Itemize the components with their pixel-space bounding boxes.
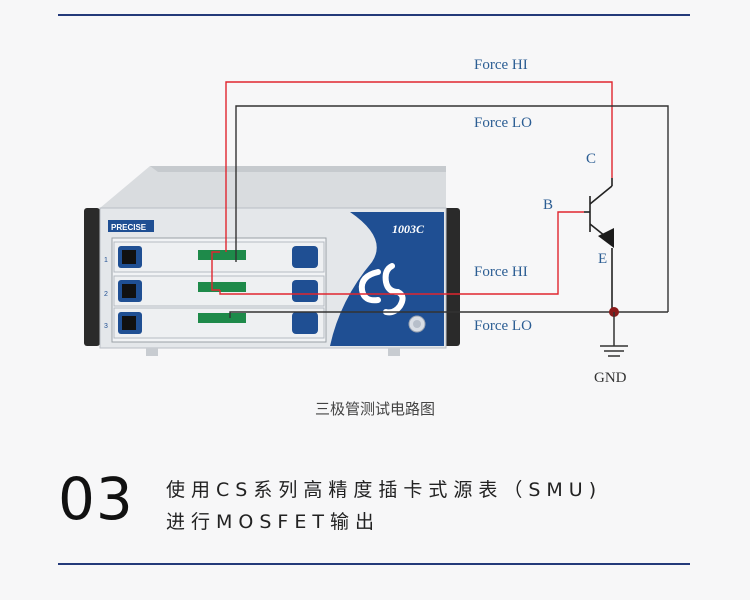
force-lo-mid-label: Force LO [474,318,532,334]
step-line-1: 使用CS系列高精度插卡式源表（SMU) [166,479,603,501]
right-foot [388,348,400,356]
npn-transistor-symbol [584,178,614,312]
force-lo-outer-wire [235,105,669,312]
collector-label: C [586,151,596,167]
slot-3-number: 3 [104,323,108,330]
emitter-arrow-icon [598,228,614,248]
ground-icon [600,312,628,357]
force-hi-mid-label: Force HI [474,264,528,280]
bottom-divider [58,563,690,565]
slot-1: 1 [104,241,325,273]
force-hi-collector-wire [225,81,613,252]
slot-2-number: 2 [104,291,108,298]
slot-3: 3 [104,307,325,339]
diagram-caption: 三极管测试电路图 [314,400,435,418]
cs-logo-icon [358,263,406,316]
force-hi-base-wire [219,211,584,295]
step-line-2: 进行MOSFET输出 [166,511,380,533]
force-lo-emitter-wire [229,311,668,318]
slot-1-number: 1 [104,257,108,264]
force-lo-top-label: Force LO [474,115,532,131]
top-divider [58,14,690,16]
slot-2: 2 [104,275,325,307]
step-number: 03 [58,465,134,533]
emitter-label: E [598,251,607,267]
left-rack-ear [84,208,100,346]
step-description: 使用CS系列高精度插卡式源表（SMU) 进行MOSFET输出 [166,474,602,538]
model-label: 1003C [392,222,425,236]
slot-3-terminal-block [198,313,246,323]
brand-badge [108,220,154,232]
base-label: B [543,197,553,213]
slot-2-terminal-block [198,282,246,292]
slot-1-terminal-block [198,250,246,260]
smu-instrument: 1003C PRECISE 1 2 [84,166,460,356]
left-foot [146,348,158,356]
transistor-test-circuit-diagram: 1003C PRECISE 1 2 [84,57,669,386]
gnd-label: GND [594,370,627,386]
chassis-top [100,166,446,208]
brand-label: PRECISE [111,223,147,232]
force-hi-top-label: Force HI [474,57,528,73]
